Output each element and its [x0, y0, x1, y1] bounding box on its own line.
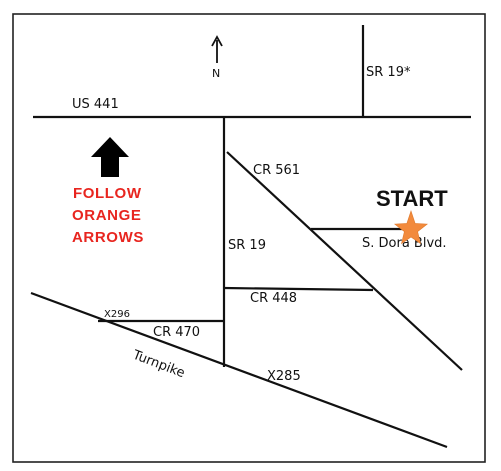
- label-cr561: CR 561: [253, 163, 300, 178]
- north-arrow-icon: [211, 35, 223, 63]
- label-dora-blvd: S. Dora Blvd.: [362, 236, 447, 251]
- label-cr448: CR 448: [250, 291, 297, 306]
- north-label: N: [212, 67, 220, 80]
- label-sr19-north: SR 19*: [366, 65, 411, 80]
- follow-line-3: ARROWS: [72, 229, 144, 246]
- follow-line-2: ORANGE: [72, 207, 141, 224]
- road-network: [30, 25, 471, 449]
- label-x285: X285: [267, 369, 301, 384]
- label-cr470: CR 470: [153, 325, 200, 340]
- label-us441: US 441: [72, 97, 119, 112]
- up-arrow-icon: [91, 137, 129, 177]
- road-cr448: [223, 286, 374, 292]
- star-icon: [393, 210, 429, 245]
- label-x296: X296: [104, 309, 130, 320]
- label-sr19: SR 19: [228, 238, 266, 253]
- road-turnpike: [30, 291, 448, 449]
- follow-line-1: FOLLOW: [73, 185, 142, 202]
- start-label: START: [376, 186, 448, 211]
- road-cr561: [226, 151, 463, 371]
